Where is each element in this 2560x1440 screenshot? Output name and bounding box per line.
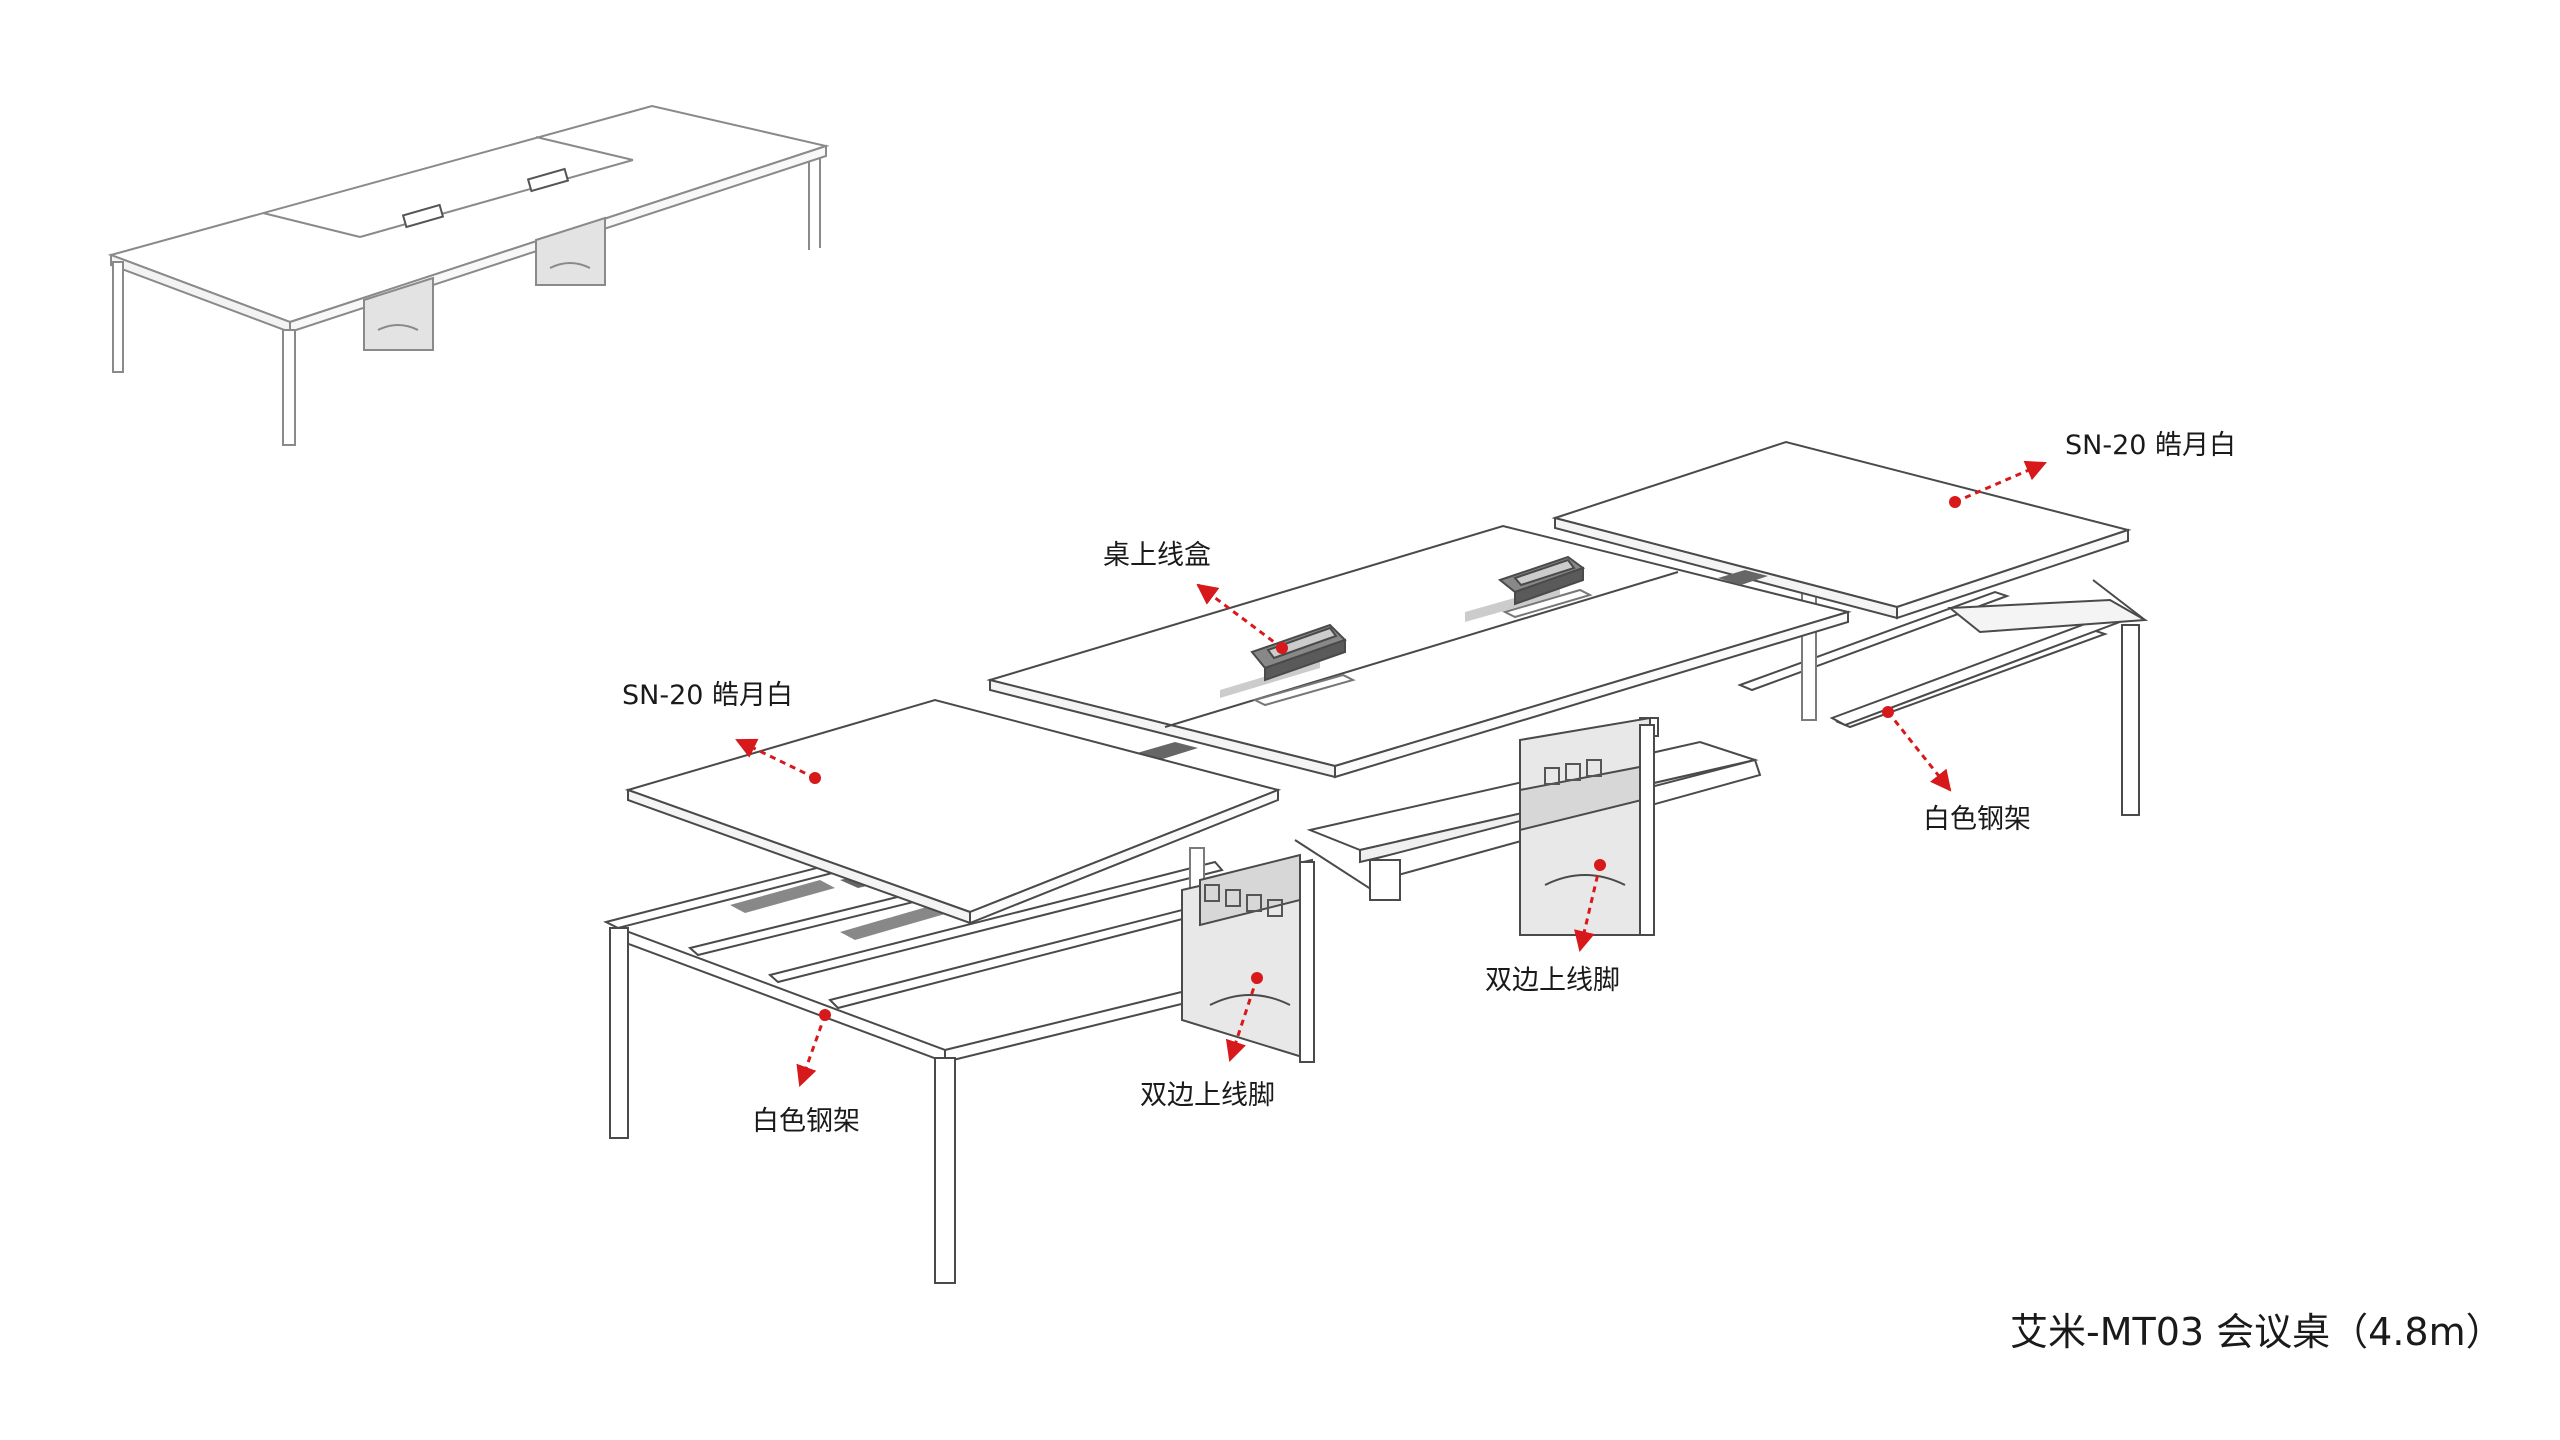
label-frame-right: 白色钢架 xyxy=(1923,804,2031,835)
leader-left-panel xyxy=(735,738,816,780)
label-leg-right: 双边上线脚 xyxy=(1485,965,1620,996)
right-center-leg xyxy=(1519,716,1655,936)
right-table-top xyxy=(1551,440,2132,620)
leader-leg-left xyxy=(1225,977,1259,1062)
label-leg-left: 双边上线脚 xyxy=(1140,1080,1275,1111)
diagram-title: 艾米-MT03 会议桌（4.8m） xyxy=(2010,1310,2504,1354)
leader-frame-right xyxy=(1886,711,1952,792)
leader-frame-left xyxy=(796,1014,827,1087)
leader-top-right-panel xyxy=(1954,460,2047,504)
center-table-top xyxy=(986,524,1852,779)
cable-box-back xyxy=(1497,555,1586,606)
leader-leg-right xyxy=(1574,864,1602,953)
label-cable-box: 桌上线盒 xyxy=(1103,540,1211,571)
left-center-leg xyxy=(1181,853,1315,1063)
right-steel-frame xyxy=(1737,579,2149,816)
exploded-view xyxy=(603,440,2149,1284)
label-top-right-panel: SN-20 皓月白 xyxy=(2065,430,2237,461)
left-table-top xyxy=(624,698,1282,925)
leader-lines xyxy=(735,460,2047,1087)
label-left-panel: SN-20 皓月白 xyxy=(622,680,794,711)
assembled-table-thumbnail xyxy=(107,104,830,446)
label-frame-left: 白色钢架 xyxy=(752,1106,860,1137)
